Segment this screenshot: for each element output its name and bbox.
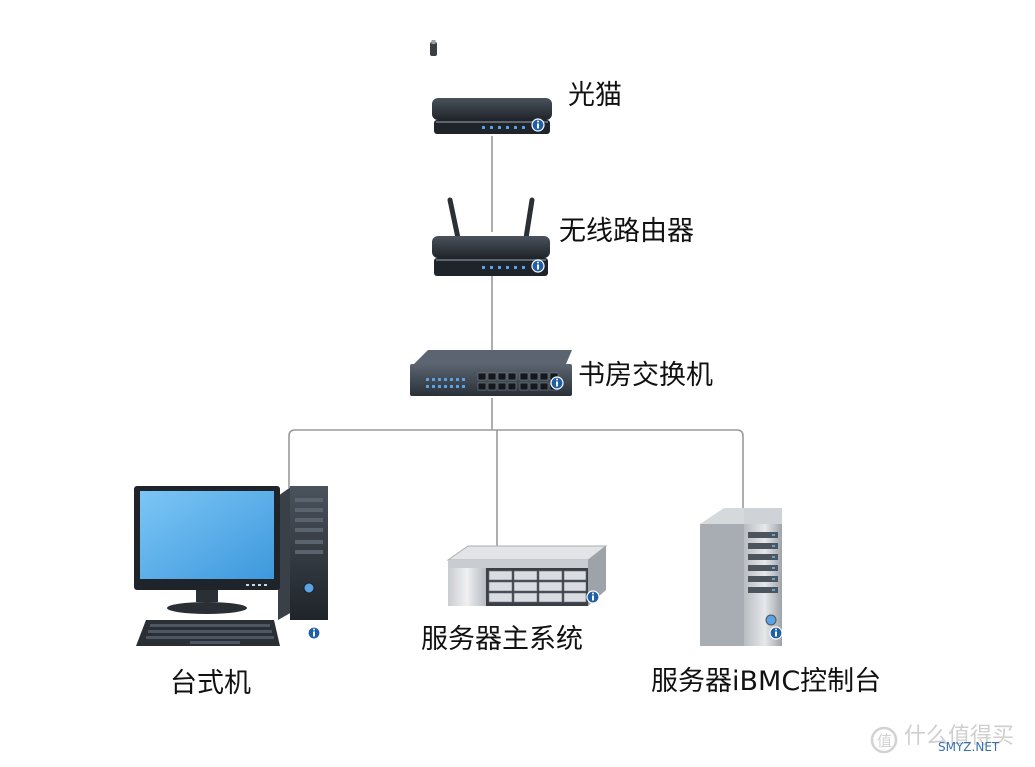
info-icon — [769, 626, 783, 640]
svg-text:值: 值 — [877, 732, 892, 750]
link-switch-bus — [288, 398, 744, 510]
watermark-logo-icon: 值 — [870, 726, 898, 754]
tower-server-icon — [700, 508, 782, 646]
modem-label: 光猫 — [568, 80, 622, 111]
info-icon — [550, 376, 564, 390]
modem-icon — [432, 98, 552, 134]
watermark-domain: SMYZ.NET — [938, 740, 1000, 754]
switch-label: 书房交换机 — [578, 360, 713, 391]
rack-server-icon — [446, 545, 608, 606]
server-label: 服务器主系统 — [421, 624, 583, 655]
ibmc-label: 服务器iBMC控制台 — [651, 666, 882, 697]
desktop-computer-icon — [134, 486, 328, 646]
wifi-router-icon — [432, 197, 550, 276]
info-icon — [531, 118, 545, 132]
watermark-site-name: 什么值得买 — [904, 724, 1015, 749]
desktop-label: 台式机 — [170, 668, 251, 699]
info-icon — [307, 626, 321, 640]
info-icon — [531, 259, 545, 273]
switch-icon — [410, 350, 572, 396]
info-icon — [586, 590, 600, 604]
fiber-plug-icon — [430, 40, 437, 56]
router-label: 无线路由器 — [559, 216, 694, 247]
connection-lines — [288, 136, 744, 548]
